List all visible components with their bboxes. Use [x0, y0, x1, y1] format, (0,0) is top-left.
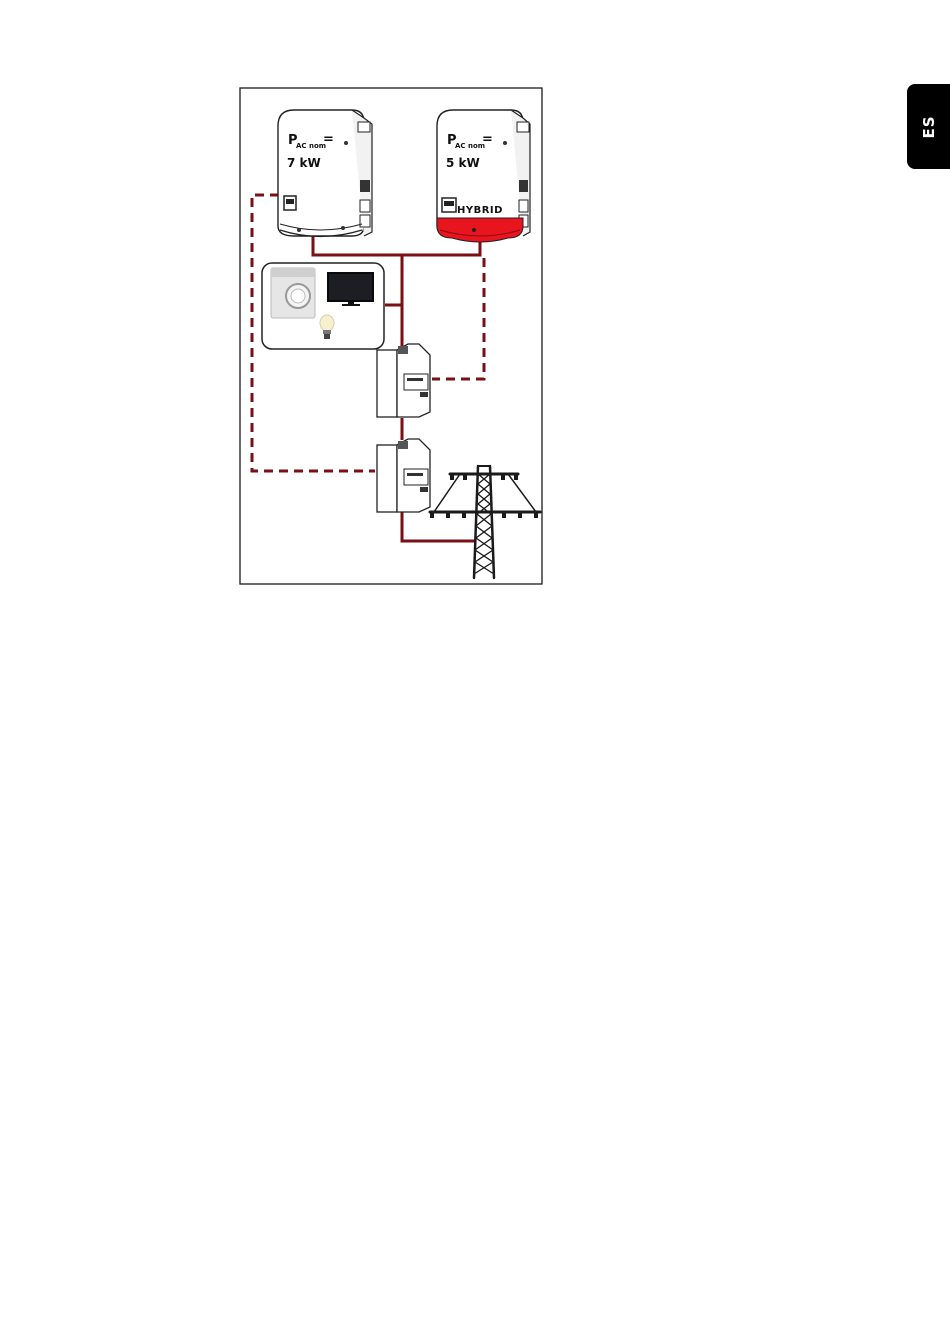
hybrid-badge: HYBRID	[457, 205, 503, 216]
tv-icon	[327, 272, 374, 306]
power-pylon-icon	[430, 466, 540, 578]
household-loads	[262, 263, 384, 349]
washing-machine-icon	[271, 268, 315, 318]
inverter-2-power: 5 kW	[446, 156, 480, 170]
inverter-1-power: 7 kW	[287, 156, 321, 170]
inverter-1-equals: =	[323, 132, 334, 147]
energy-meter-1	[377, 344, 430, 417]
inverter-2-p-subscript: AC nom	[455, 142, 485, 150]
inverter-1-p-subscript: AC nom	[296, 142, 326, 150]
energy-meter-2	[377, 439, 430, 512]
inverter-2-equals: =	[482, 132, 493, 147]
inverter-7kw: P AC nom = 7 kW	[278, 110, 372, 237]
inverter-5kw-hybrid: P AC nom = 5 kW HYBRID	[437, 110, 530, 242]
